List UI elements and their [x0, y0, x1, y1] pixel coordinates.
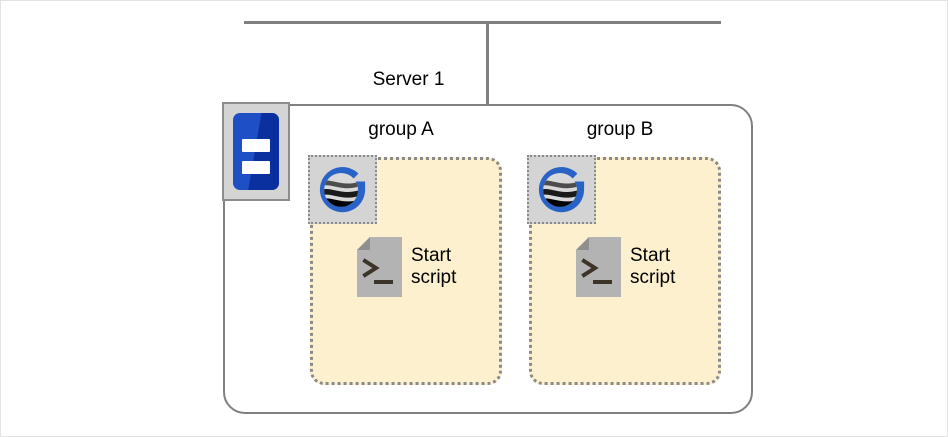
server-drop-line: [486, 22, 489, 104]
start-script-caption-line-2: script: [411, 267, 457, 288]
start-script-a: Start script: [357, 237, 456, 297]
start-script-caption-a: Start script: [411, 245, 456, 289]
globe-g-icon: [527, 155, 596, 224]
start-script-caption-line-2: script: [630, 267, 676, 288]
server-icon-bar-1: [242, 139, 270, 152]
network-bus-line: [244, 21, 721, 24]
server-icon: [222, 102, 290, 201]
start-script-b: Start script: [576, 237, 675, 297]
globe-g-icon: [308, 155, 377, 224]
script-document-icon: [357, 237, 402, 297]
server-container: [223, 104, 753, 414]
server-label: Server 1: [372, 69, 445, 90]
start-script-caption-b: Start script: [630, 245, 675, 289]
start-script-caption-line-1: Start: [630, 244, 671, 266]
script-document-icon: [576, 237, 621, 297]
start-script-caption-line-1: Start: [411, 244, 452, 266]
group-a-label: group A: [368, 119, 434, 140]
group-b-label: group B: [586, 119, 654, 140]
server-icon-body: [233, 113, 279, 190]
server-icon-bar-2: [242, 161, 270, 174]
